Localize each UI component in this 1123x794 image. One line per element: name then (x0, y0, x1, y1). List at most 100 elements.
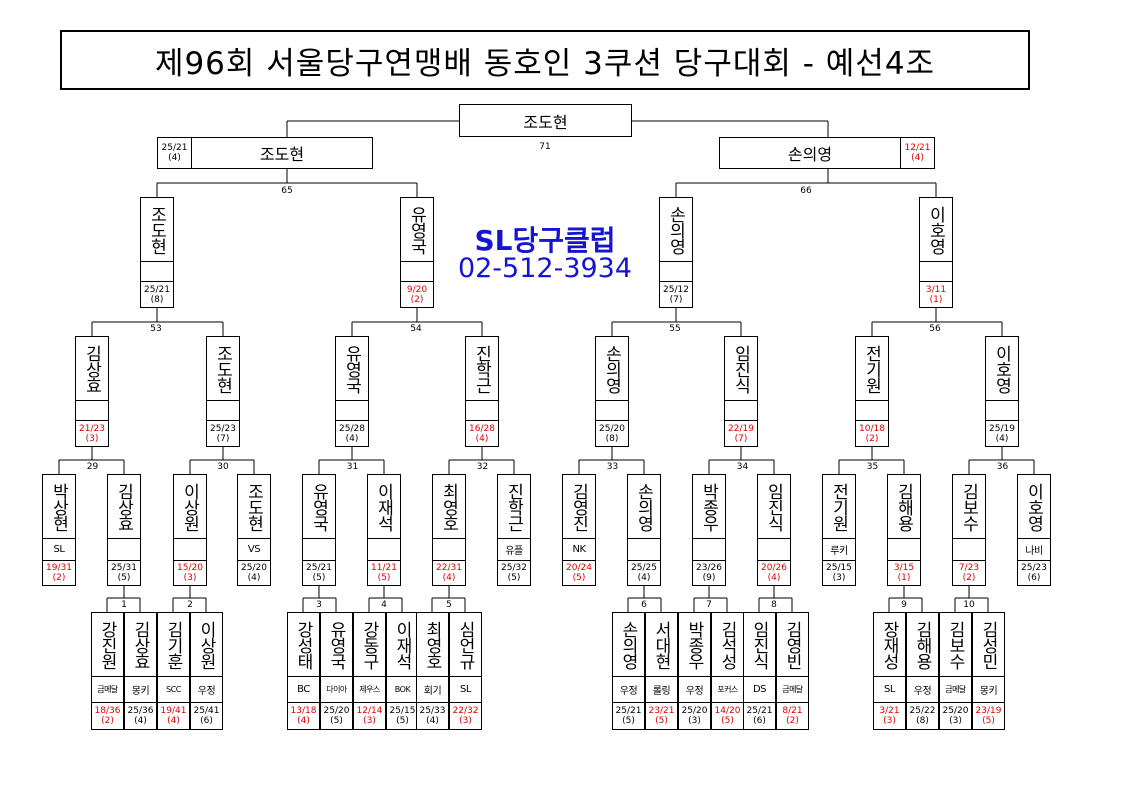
score-value: 25/21 (746, 706, 773, 716)
club-name: 회기 (417, 677, 448, 703)
score-value: 25/21 (161, 143, 188, 153)
club-name: 나비 (1018, 539, 1050, 561)
player-name: 김보수 (953, 475, 985, 539)
score-value: 22/31 (436, 563, 462, 573)
player-name: 이호영 (1018, 475, 1050, 539)
innings-value: (1) (897, 573, 911, 583)
score-value: 15/20 (177, 563, 203, 573)
player-name-text: 유영국 (341, 344, 362, 393)
score: 25/25(4) (628, 561, 660, 585)
match-number: 8 (771, 600, 777, 610)
player-name: 손의영 (613, 613, 644, 677)
club-name: 우정 (613, 677, 644, 703)
score-value: 25/20 (942, 706, 969, 716)
player-name-text: 이호영 (925, 205, 946, 254)
club-name-text: 유플 (505, 546, 523, 557)
club-name-text: 몽키 (131, 686, 150, 697)
score: 21/23(3) (76, 421, 108, 446)
club-name: DS (744, 677, 775, 703)
player-name: 손의영 (628, 475, 660, 539)
score: 25/33(4) (417, 703, 448, 729)
club-name (368, 539, 400, 561)
player-name: 손의영 (660, 198, 692, 262)
score: 23/19(5) (973, 703, 1004, 729)
innings-value: (3) (459, 716, 472, 726)
match-number: 66 (800, 186, 812, 196)
score: 25/21(5) (303, 561, 335, 585)
innings-value: (3) (85, 433, 99, 444)
innings-value: (1) (929, 294, 943, 305)
player-name-text: 유영국 (326, 620, 346, 669)
innings-value: (6) (753, 716, 766, 726)
player-name: 최영호 (417, 613, 448, 677)
player-name: 조도현 (141, 198, 173, 262)
club-name-text: 금메달 (97, 685, 118, 694)
club-name (758, 539, 790, 561)
player-name: 강성태 (288, 613, 319, 677)
score-value: 23/19 (975, 706, 1002, 716)
score: 25/15(3) (823, 561, 855, 585)
player-name-text: 손의영 (601, 344, 622, 393)
player-name: 박상현 (43, 475, 75, 539)
club-name-text: 나비 (1025, 546, 1043, 557)
score: 25/20(3) (679, 703, 710, 729)
score: 25/19(4) (986, 421, 1018, 446)
finalist-left: 25/21(4)조도현 (157, 137, 373, 169)
player-name: 조도현 (207, 337, 239, 401)
player-name: 이재석 (368, 475, 400, 539)
player-name: 김상효 (108, 475, 140, 539)
innings-value: (5) (330, 716, 343, 726)
club-name-text: 루키 (830, 546, 848, 557)
innings-value: (4) (767, 573, 781, 583)
player-name: 손의영 (596, 337, 628, 401)
score: 25/22(8) (907, 703, 938, 729)
player-name-text: 임진식 (749, 620, 769, 669)
player-name: 김영빈 (777, 613, 808, 677)
club-name (108, 539, 140, 561)
club-name (141, 262, 173, 282)
innings-value: (8) (605, 433, 619, 444)
club-name: SL (43, 539, 75, 561)
score-value: 11/21 (371, 563, 397, 573)
club-name-text: NK (572, 544, 586, 555)
match-number: 29 (86, 462, 99, 472)
innings-value: (3) (688, 716, 701, 726)
club-name: BOK (387, 677, 418, 703)
club-name: SL (874, 677, 905, 703)
score-value: 8/21 (782, 706, 803, 716)
player-name-text: 김성민 (978, 620, 998, 669)
innings-value: (2) (865, 433, 879, 444)
score-value: 19/41 (160, 706, 187, 716)
score: 12/14(3) (354, 703, 385, 729)
sponsor-phone: 02-512-3934 (457, 253, 633, 284)
score-value: 20/26 (761, 563, 787, 573)
club-name: SCC (158, 677, 189, 703)
score: 25/36(4) (125, 703, 156, 729)
score-value: 20/24 (566, 563, 592, 573)
player-name: 최영호 (433, 475, 465, 539)
club-name (986, 401, 1018, 421)
club-name (693, 539, 725, 561)
club-name-text: SL (53, 544, 65, 555)
score-value: 25/25 (631, 563, 657, 573)
match-number: 35 (866, 462, 879, 472)
score: 25/23(7) (207, 421, 239, 446)
match-number: 10 (963, 600, 975, 610)
match-number: 5 (446, 600, 452, 610)
score: 25/32(5) (498, 561, 530, 585)
score-value: 25/41 (193, 706, 220, 716)
score-value: 25/20 (681, 706, 708, 716)
score-value: 25/12 (663, 284, 689, 295)
